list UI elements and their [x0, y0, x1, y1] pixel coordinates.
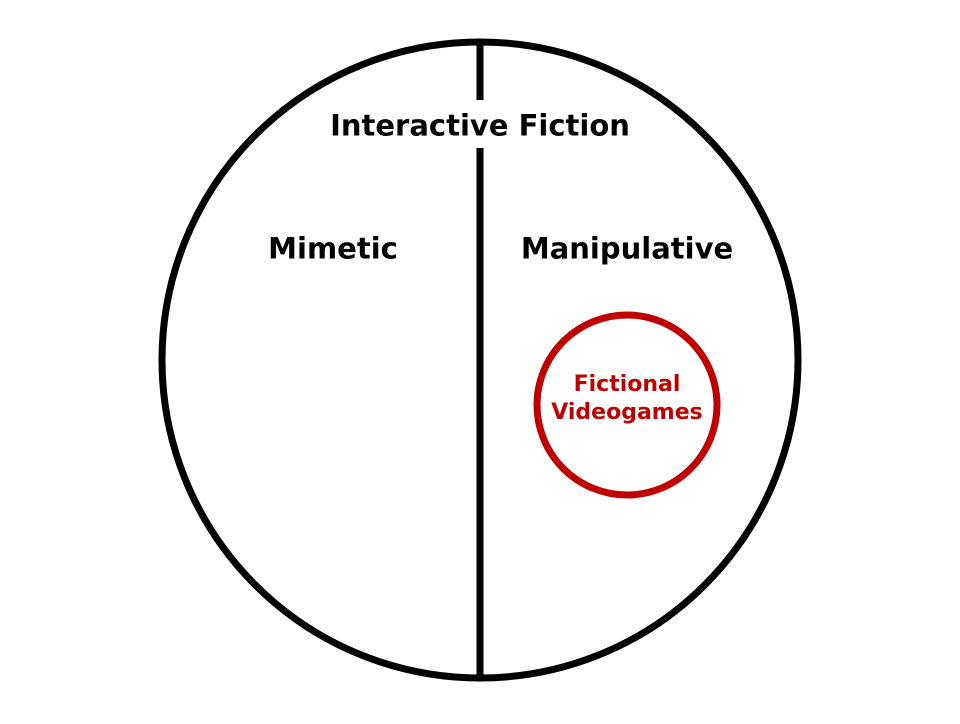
region-label-mimetic: Mimetic [268, 231, 398, 266]
subset-label-line-2: Videogames [551, 400, 703, 425]
subset-label: Fictional Videogames [551, 371, 703, 427]
diagram-title: Interactive Fiction [328, 107, 632, 145]
subset-label-line-1: Fictional [573, 372, 681, 397]
region-label-manipulative: Manipulative [520, 231, 734, 266]
subset-circle [533, 311, 721, 499]
